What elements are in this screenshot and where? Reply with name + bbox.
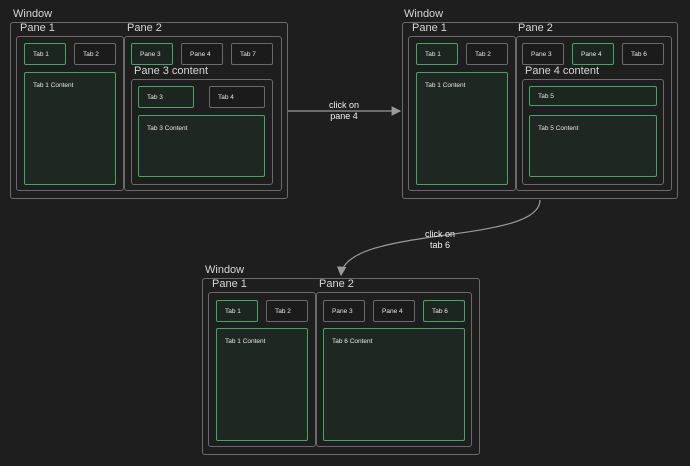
pane1-title: Pane 1 bbox=[20, 22, 55, 34]
tab-2[interactable]: Tab 2 bbox=[466, 43, 508, 65]
tab-pane-4[interactable]: Pane 4 bbox=[373, 300, 415, 322]
pane3-content-title: Pane 3 content bbox=[134, 65, 209, 77]
pane1-title: Pane 1 bbox=[412, 22, 447, 34]
tab-4[interactable]: Tab 4 bbox=[209, 86, 265, 108]
pane2-frame bbox=[316, 292, 472, 447]
tab-5[interactable]: Tab 5 bbox=[529, 86, 657, 106]
tab-7[interactable]: Tab 7 bbox=[231, 43, 273, 65]
pane2-title: Pane 2 bbox=[319, 278, 354, 290]
tab-6[interactable]: Tab 6 bbox=[423, 300, 465, 322]
window-frame bbox=[402, 22, 678, 199]
tab-pane-3[interactable]: Pane 3 bbox=[522, 43, 564, 65]
pane1-frame bbox=[16, 36, 124, 191]
tab-6[interactable]: Tab 6 bbox=[622, 43, 664, 65]
tab-1-content: Tab 1 Content bbox=[416, 72, 508, 185]
tab-pane-4[interactable]: Pane 4 bbox=[572, 43, 614, 65]
tab-1[interactable]: Tab 1 bbox=[416, 43, 458, 65]
pane3-content-frame bbox=[131, 79, 273, 185]
tab-1-content: Tab 1 Content bbox=[24, 72, 116, 185]
pane1-frame bbox=[208, 292, 316, 447]
transition-label-1: click on pane 4 bbox=[328, 100, 359, 121]
window-title: Window bbox=[13, 8, 53, 20]
tab-pane-4[interactable]: Pane 4 bbox=[181, 43, 223, 65]
pane2-frame bbox=[516, 36, 672, 191]
tab-5-content: Tab 5 Content bbox=[529, 115, 657, 177]
tab-2[interactable]: Tab 2 bbox=[74, 43, 116, 65]
tab-1[interactable]: Tab 1 bbox=[216, 300, 258, 322]
arrow-to-state-3 bbox=[336, 199, 541, 277]
window-title: Window bbox=[205, 264, 245, 276]
tab-pane-3[interactable]: Pane 3 bbox=[323, 300, 365, 322]
window-frame bbox=[10, 22, 288, 199]
tab-3-content: Tab 3 Content bbox=[138, 115, 265, 177]
pane2-title: Pane 2 bbox=[127, 22, 162, 34]
pane4-content-title: Pane 4 content bbox=[525, 65, 600, 77]
pane2-frame bbox=[124, 36, 282, 191]
pane4-content-frame bbox=[522, 79, 664, 185]
tab-2[interactable]: Tab 2 bbox=[266, 300, 308, 322]
tab-1[interactable]: Tab 1 bbox=[24, 43, 66, 65]
tab-3[interactable]: Tab 3 bbox=[138, 86, 194, 108]
tab-6-content: Tab 6 Content bbox=[323, 328, 465, 441]
pane2-title: Pane 2 bbox=[518, 22, 553, 34]
pane1-title: Pane 1 bbox=[212, 278, 247, 290]
transition-label-2: click on tab 6 bbox=[424, 229, 455, 250]
tab-1-content: Tab 1 Content bbox=[216, 328, 308, 441]
pane1-frame bbox=[408, 36, 516, 191]
window-title: Window bbox=[404, 8, 444, 20]
window-frame bbox=[202, 278, 480, 455]
tab-pane-3[interactable]: Pane 3 bbox=[131, 43, 173, 65]
